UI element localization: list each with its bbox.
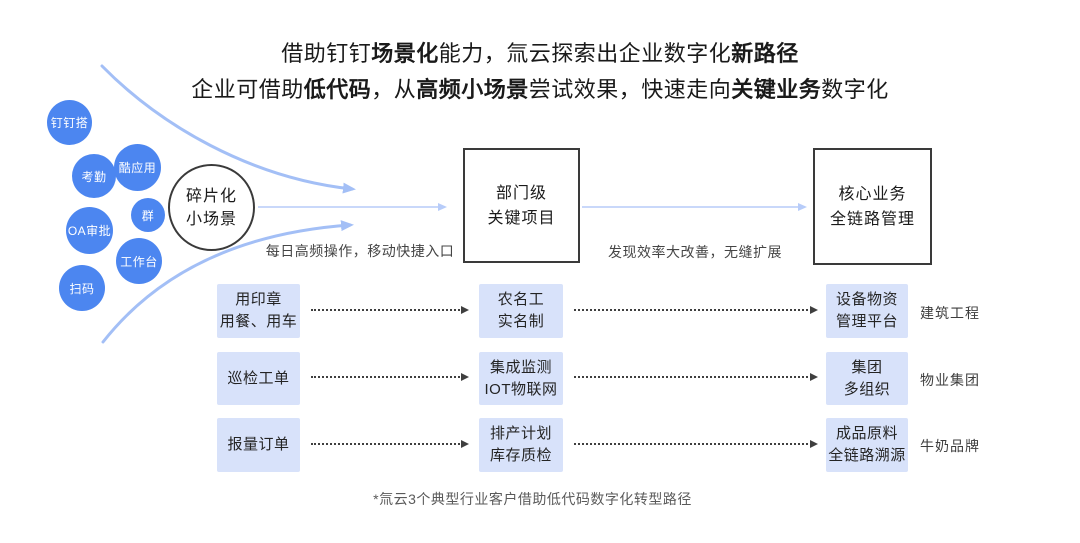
row3-project-box: 排产计划 库存质检	[479, 418, 563, 472]
title-line-2: 企业可借助低代码，从高频小场景尝试效果，快速走向关键业务数字化	[191, 77, 889, 102]
source-circle-attendance: 考勤	[72, 154, 116, 198]
caption-efficiency: 发现效率大改善，无缝扩展	[608, 244, 782, 260]
row2-project-box: 集成监测 IOT物联网	[479, 352, 563, 405]
row2-industry-label: 物业集团	[920, 372, 980, 388]
source-circle-dingtalk-build: 钉钉搭	[47, 100, 92, 145]
source-circle-cool-app: 酷应用	[114, 144, 161, 191]
row3-scenario-box: 报量订单	[217, 418, 300, 472]
row1-project-box: 农名工 实名制	[479, 284, 563, 338]
row2-dotted-arrow-right	[574, 373, 818, 381]
row2-platform-box: 集团 多组织	[826, 352, 908, 405]
row3-dotted-arrow-left	[311, 440, 469, 448]
stage1-fragmented-scenarios-circle: 碎片化 小场景	[168, 164, 255, 251]
row1-scenario-box: 用印章 用餐、用车	[217, 284, 300, 338]
title-line-1: 借助钉钉场景化能力，氚云探索出企业数字化新路径	[281, 41, 799, 66]
source-circle-group: 群	[131, 198, 165, 232]
source-circle-workbench: 工作台	[116, 238, 162, 284]
slide-title: 借助钉钉场景化能力，氚云探索出企业数字化新路径 企业可借助低代码，从高频小场景尝…	[0, 36, 1080, 108]
row2-dotted-arrow-left	[311, 373, 469, 381]
funnel-curve-top-arrow	[100, 64, 356, 194]
row1-dotted-arrow-right	[574, 306, 818, 314]
footnote: *氚云3个典型行业客户借助低代码数字化转型路径	[373, 491, 692, 507]
row3-dotted-arrow-right	[574, 440, 818, 448]
row1-industry-label: 建筑工程	[920, 305, 980, 321]
source-circle-scan: 扫码	[59, 265, 105, 311]
stage3-core-business-box: 核心业务 全链路管理	[813, 148, 932, 265]
funnel-curve-bottom-arrow	[101, 220, 354, 344]
stage2-department-projects-box: 部门级 关键项目	[463, 148, 580, 263]
row3-platform-box: 成品原料 全链路溯源	[826, 418, 908, 472]
row3-industry-label: 牛奶品牌	[920, 438, 980, 454]
row2-scenario-box: 巡检工单	[217, 352, 300, 405]
row1-platform-box: 设备物资 管理平台	[826, 284, 908, 338]
row1-dotted-arrow-left	[311, 306, 469, 314]
caption-high-frequency: 每日高频操作，移动快捷入口	[265, 243, 455, 259]
source-circle-oa-approval: OA审批	[66, 207, 113, 254]
